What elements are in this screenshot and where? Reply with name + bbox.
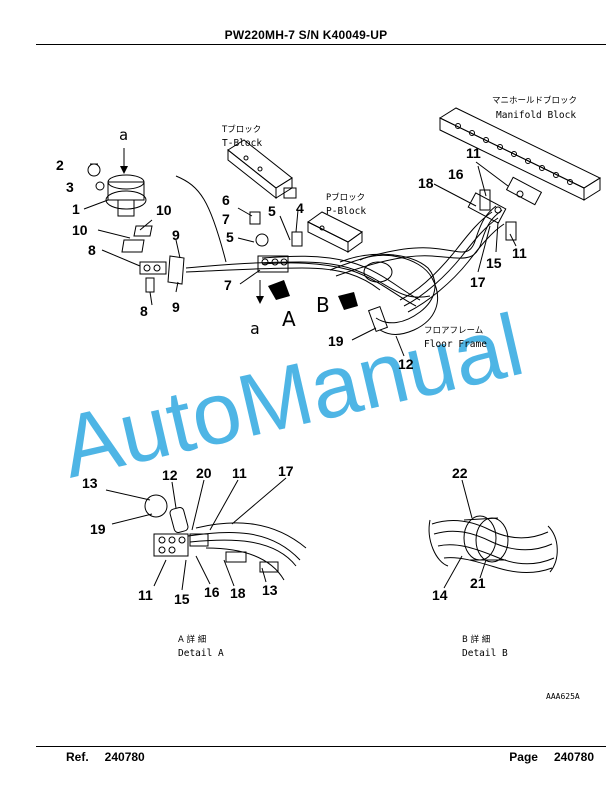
callouts-detail-a: 13 12 20 11 17 19 11 15 16 18 13 [82, 463, 294, 607]
detail-b-callout-14: 14 [432, 587, 448, 603]
callout-11a: 11 [466, 145, 481, 161]
detail-a-callout-17: 17 [278, 463, 294, 479]
footer-page-label: Page [509, 750, 538, 764]
detail-b-drawing [428, 515, 558, 573]
leader-lines-main [83, 161, 517, 357]
callout-5b: 5 [268, 203, 276, 219]
view-a-label: a [119, 126, 128, 144]
detail-b-label-en: Detail B [462, 648, 508, 659]
callout-8b: 8 [140, 303, 148, 319]
leader-lines-detail-b [443, 479, 487, 589]
right-fittings [467, 176, 543, 241]
detail-b-callout-22: 22 [452, 465, 468, 481]
callout-9b: 9 [172, 299, 180, 315]
view-a-big-label: A [282, 307, 296, 331]
leader-lines-detail-a [105, 477, 287, 591]
callout-6: 6 [222, 192, 230, 208]
detail-a-drawing [144, 494, 307, 581]
manifold-block [438, 107, 602, 201]
detail-a-callout-18: 18 [230, 585, 246, 601]
floor-frame-label-en: Floor Frame [424, 339, 487, 350]
header-rule [36, 44, 606, 45]
callout-19: 19 [328, 333, 344, 349]
detail-a-callout-20: 20 [196, 465, 212, 481]
callout-1: 1 [72, 201, 80, 217]
callout-16: 16 [448, 166, 464, 182]
center-fittings [249, 187, 303, 304]
detail-a-label-jp: A 詳 細 [178, 634, 206, 645]
manifold-label-en: Manifold Block [496, 110, 576, 121]
view-a-lower-label: a [250, 319, 260, 338]
footer-ref-label: Ref. [66, 750, 89, 764]
detail-a-callout-15: 15 [174, 591, 190, 607]
callout-7a: 7 [222, 211, 230, 227]
t-block-label-en: T-Block [222, 138, 262, 149]
callout-5a: 5 [226, 229, 234, 245]
callout-17: 17 [470, 274, 486, 290]
callout-7b: 7 [224, 277, 232, 293]
floor-frame [359, 254, 439, 335]
callout-11b: 11 [512, 245, 527, 261]
detail-a-callout-12: 12 [162, 467, 178, 483]
footer-page: Page 240780 [509, 750, 594, 764]
detail-a-callout-13a: 13 [82, 475, 98, 491]
manifold-label-jp: マニホールドブロック [492, 95, 577, 106]
callout-15: 15 [486, 255, 502, 271]
view-arrow-b [338, 292, 358, 310]
callout-2: 2 [56, 157, 64, 173]
callout-4: 4 [296, 200, 304, 216]
p-block-label-en: P-Block [326, 206, 366, 217]
t-block-label-jp: Tブロック [221, 124, 261, 135]
callout-3: 3 [66, 179, 74, 195]
footer-ref: Ref. 240780 [66, 750, 145, 764]
detail-b-label-jp: B 詳 細 [462, 634, 490, 645]
view-arrow-a [268, 280, 290, 300]
detail-a-callout-11b: 11 [138, 587, 153, 603]
callout-18: 18 [418, 175, 434, 191]
callouts-detail-b: 22 21 14 [432, 465, 486, 603]
callouts-main: 2 3 1 10 10 8 9 8 9 6 7 5 7 5 4 11 18 16… [56, 145, 527, 372]
floor-frame-label-jp: フロアフレーム [424, 326, 483, 336]
footer-rule [36, 746, 606, 747]
view-b-big-label: B [316, 293, 330, 317]
p-block-label-jp: Pブロック [326, 192, 365, 203]
page-header: PW220MH-7 S/N K40049-UP [224, 28, 388, 42]
callout-10a: 10 [156, 202, 172, 218]
detail-b-callout-21: 21 [470, 575, 486, 591]
ppc-valve [87, 148, 147, 217]
drawing-number: AAA625A [546, 692, 580, 701]
footer-ref-value: 240780 [104, 750, 145, 764]
detail-a-callout-13b: 13 [262, 582, 278, 598]
callout-9a: 9 [172, 227, 180, 243]
detail-a-label-en: Detail A [178, 648, 224, 659]
callout-10b: 10 [72, 222, 88, 238]
detail-a-callout-11a: 11 [232, 465, 247, 481]
p-block [307, 211, 363, 253]
footer-page-value: 240780 [553, 750, 594, 764]
callout-12: 12 [398, 356, 414, 372]
detail-a-callout-19: 19 [90, 521, 106, 537]
callout-8a: 8 [88, 242, 96, 258]
detail-a-callout-16: 16 [204, 584, 220, 600]
